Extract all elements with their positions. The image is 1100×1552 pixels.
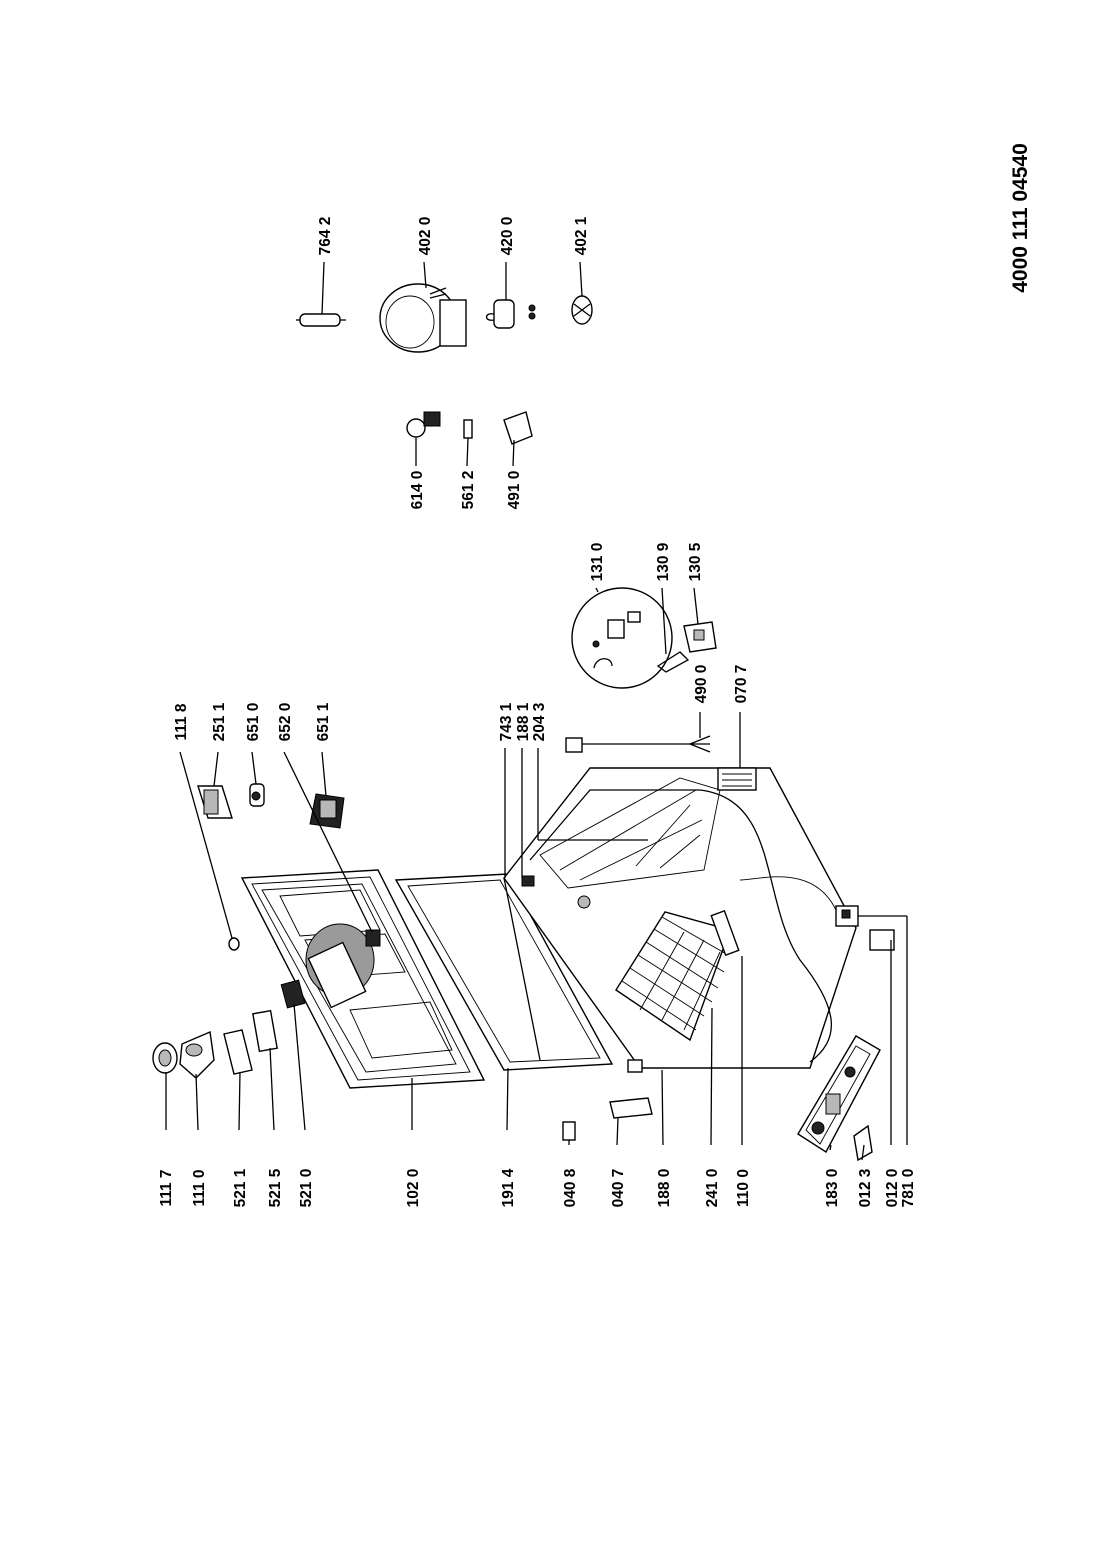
thermostat-parts — [152, 937, 306, 1079]
label-420-0: 420 0 — [499, 217, 516, 256]
fixing-kit — [571, 587, 717, 689]
label-111-0: 111 0 — [191, 1169, 208, 1206]
label-111-7: 111 7 — [158, 1169, 175, 1206]
label-651-1: 651 1 — [315, 702, 332, 741]
document-number: 4000 111 04540 — [1009, 143, 1032, 293]
labels-top-middle: 111 8 251 1 651 0 652 0 651 1 — [173, 702, 332, 741]
label-764-2: 764 2 — [317, 217, 334, 256]
label-110-0: 110 0 — [735, 1169, 752, 1207]
labels-small-parts: 614 0 561 2 491 0 — [409, 471, 523, 510]
label-743-1: 743 1 — [498, 702, 515, 741]
labels-left: 111 7 111 0 521 1 521 5 521 0 102 0 191 … — [158, 1168, 917, 1207]
label-191-4: 191 4 — [500, 1168, 517, 1207]
label-490-0: 490 0 — [693, 665, 710, 704]
label-188-0: 188 0 — [656, 1169, 673, 1208]
drain-and-misc — [562, 1035, 881, 1162]
label-188-1: 188 1 — [515, 702, 532, 741]
labels-circle-group: 131 0 130 9 130 5 — [589, 542, 704, 581]
lid-assembly — [240, 869, 486, 1089]
label-131-0: 131 0 — [589, 543, 606, 582]
electrical-parts — [406, 411, 533, 445]
cord-and-plate — [565, 735, 757, 791]
label-070-7: 070 7 — [733, 665, 750, 704]
label-651-0: 651 0 — [245, 703, 262, 742]
labels-top-cabinet: 743 1 188 1 204 3 490 0 070 7 — [498, 665, 750, 742]
label-012-0: 012 0 — [884, 1169, 901, 1208]
label-183-0: 183 0 — [824, 1169, 841, 1208]
label-402-1: 402 1 — [573, 216, 590, 255]
lid-seal — [394, 873, 614, 1071]
label-102-0: 102 0 — [405, 1169, 422, 1208]
label-491-0: 491 0 — [506, 471, 523, 510]
cabinet — [503, 767, 895, 1073]
label-521-0: 521 0 — [298, 1169, 315, 1208]
label-561-2: 561 2 — [460, 471, 477, 510]
label-040-7: 040 7 — [610, 1169, 627, 1208]
label-614-0: 614 0 — [409, 471, 426, 510]
label-521-1: 521 1 — [232, 1168, 249, 1207]
label-204-3: 204 3 — [531, 702, 548, 741]
label-130-9: 130 9 — [655, 542, 672, 581]
label-652-0: 652 0 — [277, 703, 294, 742]
label-241-0: 241 0 — [704, 1169, 721, 1208]
compressor-group — [296, 283, 593, 353]
label-111-8: 111 8 — [173, 703, 190, 740]
label-402-0: 402 0 — [417, 217, 434, 256]
leader-lines — [165, 261, 908, 1161]
lamp-parts — [197, 783, 345, 829]
label-521-5: 521 5 — [267, 1168, 284, 1207]
label-012-3: 012 3 — [857, 1168, 874, 1207]
label-251-1: 251 1 — [211, 702, 228, 741]
label-130-5: 130 5 — [687, 542, 704, 581]
label-040-8: 040 8 — [562, 1168, 579, 1207]
label-781-0: 781 0 — [900, 1169, 917, 1208]
labels-compressor-group: 764 2 402 0 420 0 402 1 — [317, 216, 590, 255]
